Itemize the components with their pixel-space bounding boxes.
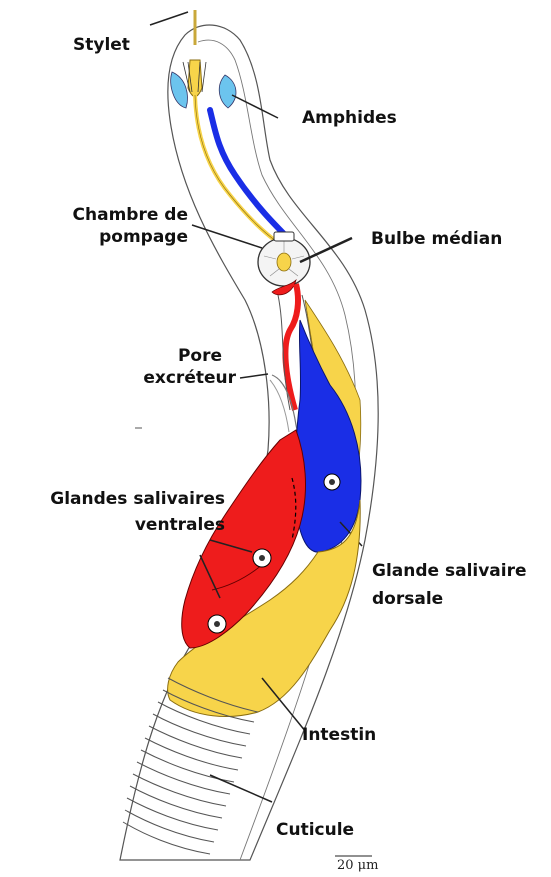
label-stylet: Stylet — [73, 34, 130, 56]
stylet-indicator-line — [150, 12, 188, 25]
label-glande-dorsale-line2: dorsale — [372, 588, 527, 610]
dorsal-gland-nucleolus — [329, 479, 335, 485]
label-chambre-line1: Chambre de — [40, 204, 188, 226]
label-glandes-ventrales-line2: ventrales — [10, 514, 225, 536]
label-chambre-line2: pompage — [40, 226, 188, 248]
label-intestin: Intestin — [302, 724, 376, 746]
pore-indicator-line — [240, 374, 268, 378]
label-glande-salivaire-dorsale: Glande salivaire dorsale — [372, 560, 527, 610]
pump-chamber — [277, 253, 291, 271]
label-glandes-salivaires-ventrales: Glandes salivaires ventrales — [10, 488, 225, 536]
bulb-anterior-cap — [274, 232, 294, 241]
label-amphides: Amphides — [302, 107, 397, 129]
label-pore-line2: excréteur — [108, 367, 236, 389]
label-chambre-de-pompage: Chambre de pompage — [40, 204, 188, 248]
label-cuticule: Cuticule — [276, 819, 354, 841]
label-bulbe-median: Bulbe médian — [371, 228, 502, 250]
label-glande-dorsale-line1: Glande salivaire — [372, 560, 527, 582]
ventral-gland-nucleolus-1 — [259, 555, 265, 561]
label-pore-excreteur: Pore excréteur — [108, 345, 236, 389]
ventral-gland-nucleolus-2 — [214, 621, 220, 627]
label-pore-line1: Pore — [108, 345, 236, 367]
label-glandes-ventrales-line1: Glandes salivaires — [10, 488, 225, 510]
scale-bar-label: 20 μm — [337, 858, 378, 873]
